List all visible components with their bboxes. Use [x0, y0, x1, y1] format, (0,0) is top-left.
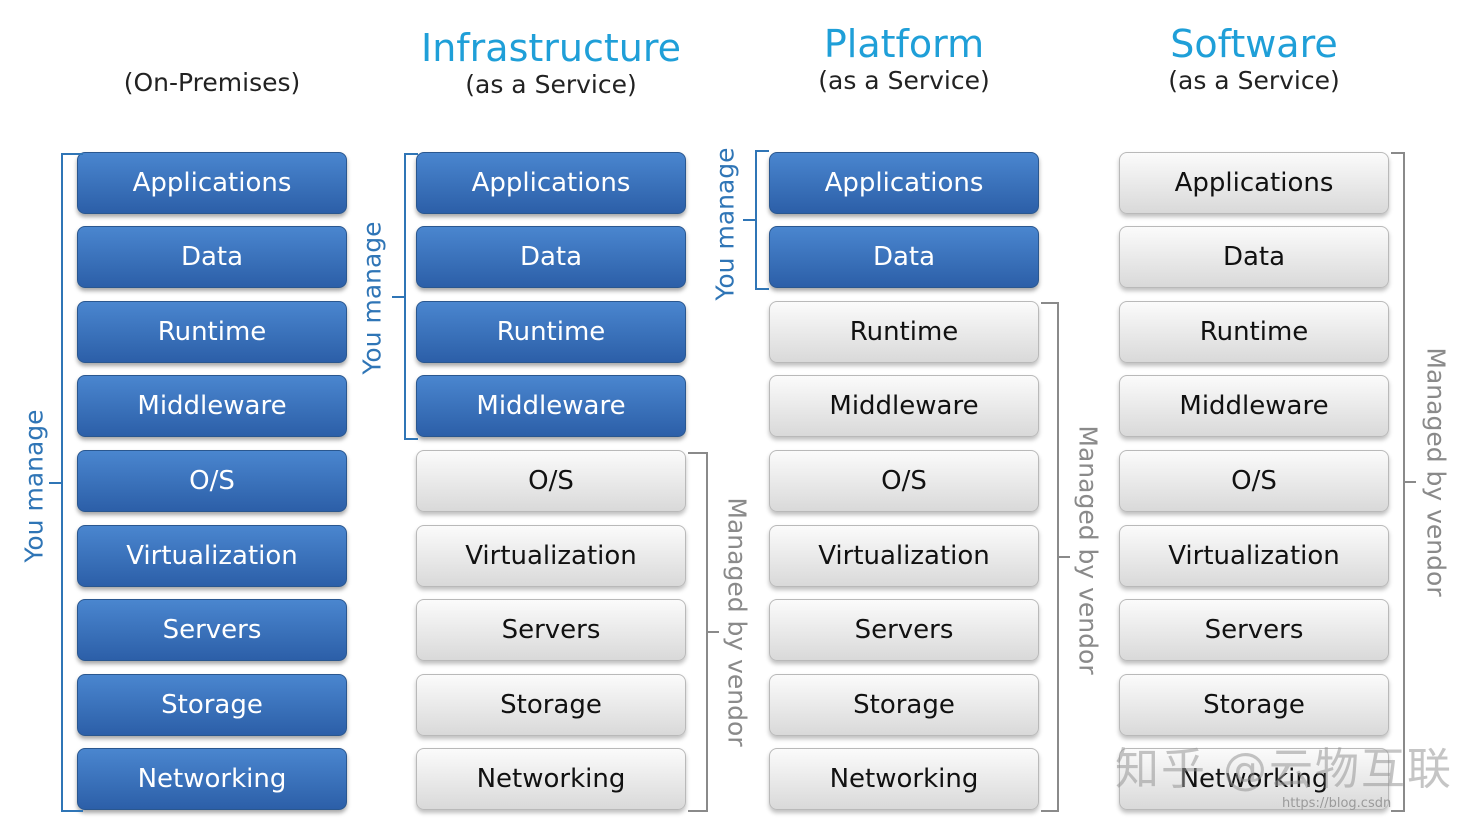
bracket-tick — [392, 296, 404, 298]
column-subtitle: (as a Service) — [1168, 66, 1340, 95]
layer-data: Data — [416, 226, 686, 288]
layer-storage: Storage — [769, 674, 1039, 736]
header-iaas: Infrastructure (as a Service) — [381, 26, 721, 100]
header-on-premises: (On-Premises) — [42, 68, 382, 98]
layer-os: O/S — [1119, 450, 1389, 512]
layer-os: O/S — [769, 450, 1039, 512]
layer-virtualization: Virtualization — [1119, 525, 1389, 587]
layer-applications: Applications — [77, 152, 347, 214]
layer-data: Data — [1119, 226, 1389, 288]
watermark: 知乎 @云物互联 — [1115, 744, 1453, 795]
layer-runtime: Runtime — [416, 301, 686, 363]
column-title: Platform — [823, 22, 985, 66]
vendor-bracket — [688, 452, 708, 812]
layer-runtime: Runtime — [1119, 301, 1389, 363]
layer-os: O/S — [77, 450, 347, 512]
you-manage-label: You manage — [710, 147, 740, 301]
layer-runtime: Runtime — [769, 301, 1039, 363]
layer-servers: Servers — [416, 599, 686, 661]
layer-virtualization: Virtualization — [769, 525, 1039, 587]
layer-middleware: Middleware — [77, 375, 347, 437]
layer-data: Data — [77, 226, 347, 288]
header-paas: Platform (as a Service) — [734, 22, 1074, 96]
layer-applications: Applications — [416, 152, 686, 214]
you-manage-label: You manage — [19, 409, 49, 563]
layer-networking: Networking — [416, 748, 686, 810]
column-title: Software — [1170, 22, 1338, 66]
layer-middleware: Middleware — [1119, 375, 1389, 437]
layer-storage: Storage — [1119, 674, 1389, 736]
vendor-label: Managed by vendor — [1073, 425, 1103, 675]
layer-runtime: Runtime — [77, 301, 347, 363]
you-manage-label: You manage — [357, 221, 387, 375]
layer-os: O/S — [416, 450, 686, 512]
bracket-tick — [743, 219, 755, 221]
layer-data: Data — [769, 226, 1039, 288]
bracket-tick — [707, 631, 719, 633]
layer-servers: Servers — [769, 599, 1039, 661]
layer-storage: Storage — [77, 674, 347, 736]
layer-applications: Applications — [1119, 152, 1389, 214]
layer-networking: Networking — [1119, 748, 1389, 810]
layer-networking: Networking — [77, 748, 347, 810]
layer-middleware: Middleware — [416, 375, 686, 437]
layer-storage: Storage — [416, 674, 686, 736]
vendor-bracket — [1041, 302, 1059, 812]
layer-middleware: Middleware — [769, 375, 1039, 437]
layer-servers: Servers — [1119, 599, 1389, 661]
column-subtitle: (On-Premises) — [123, 68, 301, 97]
source-url: https://blog.csdn — [1282, 796, 1392, 811]
column-subtitle: (as a Service) — [818, 66, 990, 95]
you-manage-bracket — [755, 150, 769, 290]
vendor-label: Managed by vendor — [1421, 347, 1451, 597]
layer-virtualization: Virtualization — [77, 525, 347, 587]
column-subtitle: (as a Service) — [465, 70, 637, 99]
you-manage-bracket — [61, 153, 83, 812]
layer-servers: Servers — [77, 599, 347, 661]
vendor-bracket — [1391, 152, 1405, 812]
bracket-tick — [1058, 556, 1070, 558]
layer-networking: Networking — [769, 748, 1039, 810]
header-saas: Software (as a Service) — [1084, 22, 1424, 96]
bracket-tick — [1404, 481, 1416, 483]
layer-virtualization: Virtualization — [416, 525, 686, 587]
layer-applications: Applications — [769, 152, 1039, 214]
you-manage-bracket — [404, 153, 418, 440]
bracket-tick — [49, 482, 61, 484]
column-title: Infrastructure — [420, 26, 682, 70]
vendor-label: Managed by vendor — [722, 497, 752, 747]
